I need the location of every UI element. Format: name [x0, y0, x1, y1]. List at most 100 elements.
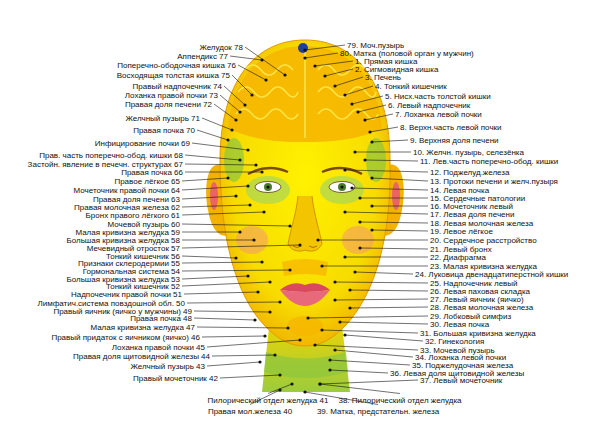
eye-zone	[320, 176, 364, 204]
callout-label: Правая доля печени 72	[125, 100, 212, 109]
callout-label: Лимфатич.система повздошной обл. 50	[38, 299, 185, 308]
leader-line	[322, 266, 428, 267]
leader-line	[185, 164, 256, 165]
leader-line	[315, 61, 353, 66]
zone-point	[350, 186, 353, 189]
leader-line	[182, 262, 262, 263]
callout-label: Лоханка правой почки 73	[125, 91, 218, 100]
callout-label: 1. Прямая кишка	[355, 57, 417, 66]
pupil	[266, 185, 269, 188]
zone-point	[333, 84, 336, 87]
callout-label: Прав. часть поперечно-обод. кишки 68	[39, 151, 183, 160]
leader-line	[345, 212, 428, 214]
callout-label: 29. Лобковый симфиз	[430, 312, 511, 321]
callout-label: 26. Левая паховая складка	[430, 287, 530, 296]
callout-label: 17. Левая доля печени	[430, 210, 514, 219]
zone-point	[273, 353, 276, 356]
leader-line	[365, 160, 418, 161]
nose	[288, 196, 322, 251]
callout-label: Мочевой пузырь 60	[108, 220, 180, 229]
callout-label: Застойн. явление в печечн. структурах 67	[28, 160, 183, 169]
leader-line	[232, 75, 252, 95]
leader-line	[230, 56, 262, 60]
callout-label: 23. Малая кривизна желудка	[430, 262, 537, 271]
callout-label: Желчный пузырь 43	[131, 362, 205, 371]
callout-label: 3. Печень	[365, 73, 401, 82]
zone-point	[358, 246, 361, 249]
callout-label: Желчный пузырь 71	[126, 114, 200, 123]
zone-point	[348, 306, 351, 309]
callout-label: 15. Сердечные патологии	[430, 194, 525, 203]
zone-point	[303, 56, 306, 59]
leader-line	[192, 143, 248, 150]
leader-line	[202, 118, 232, 130]
callout-label: 14. Левая почка	[430, 186, 489, 195]
leader-line	[318, 240, 428, 241]
leader-line	[325, 69, 353, 76]
zone-point	[286, 326, 289, 329]
callout-label: 11. Лев.часть поперечно-обод. кишки	[420, 157, 558, 166]
leader-line	[185, 155, 240, 160]
zone-point	[353, 270, 356, 273]
zone-point	[234, 256, 237, 259]
callout-label: Гормональная система 54	[83, 267, 180, 276]
callout-label: 4. Тонкий кишечник	[375, 82, 447, 91]
callout-label: Тонкий кишечник 52	[106, 282, 180, 291]
leader-line	[182, 232, 240, 233]
leader-line	[358, 105, 386, 112]
zone-point	[318, 382, 321, 385]
zone-point	[318, 382, 321, 385]
callout-label: 10. Желчн. пузырь, селезёнка	[413, 148, 524, 157]
leader-line	[345, 170, 428, 172]
zone-point	[343, 255, 346, 258]
eyebrow	[248, 168, 288, 174]
leader-line	[185, 172, 262, 173]
leader-line	[182, 178, 228, 181]
iris	[338, 183, 346, 191]
callout-label: Правая доля щитовидной железы 44	[73, 352, 210, 361]
callout-label: 20. Сердечное расстройство	[430, 236, 537, 245]
callout-label: Восходящая толстая кишка 75	[117, 71, 230, 80]
leader-line	[224, 86, 245, 105]
callout-label: 31. Большая кривизна желудка	[420, 329, 536, 338]
callout-label: 80. Матка (половой орган у мужчин)	[340, 49, 474, 58]
leader-line	[202, 336, 265, 337]
zone-point	[370, 204, 373, 207]
leader-line	[182, 282, 270, 286]
zone-point	[238, 158, 241, 161]
leader-line	[315, 345, 418, 350]
leader-line	[268, 384, 292, 394]
zone-point	[234, 118, 237, 121]
zone-point	[343, 333, 346, 336]
leader-line	[335, 77, 363, 86]
zone-point	[238, 230, 241, 233]
leader-line	[197, 327, 288, 328]
zone-point	[248, 203, 251, 206]
leader-line	[308, 316, 428, 318]
zone-point	[288, 268, 291, 271]
callout-label: Малая кривизна желудка 47	[90, 323, 195, 332]
zone-point	[226, 176, 229, 179]
zone-point	[278, 300, 281, 303]
callout-label: 37. Левый мочеточник	[420, 376, 502, 385]
callout-label: Мочеточник правой почки 64	[74, 186, 180, 195]
head-outline	[220, 40, 390, 346]
zone-point	[278, 388, 281, 391]
callout-label: 34. Лоханка левой почки	[415, 353, 506, 362]
callout-label: Правая мол.железа 40	[208, 407, 292, 416]
leader-line	[370, 127, 398, 132]
callout-label: Надпочечник правой почки 51	[71, 290, 182, 299]
callout-label: Правое лёгкое 65	[114, 177, 180, 186]
callout-label: 12. Поджелуд.железа	[430, 168, 509, 177]
zone-point	[226, 138, 229, 141]
zone-point	[338, 320, 341, 323]
callout-label: Желудок 78	[199, 43, 243, 52]
callout-label: Аппендикс 77	[177, 52, 228, 61]
neck-zone	[264, 352, 348, 378]
zone-point	[256, 290, 259, 293]
callout-label: 35. Поджелудочная железа	[412, 361, 513, 370]
callout-label: 7. Лоханка левой почки	[395, 110, 482, 119]
zone-point	[370, 176, 373, 179]
zone-point	[333, 348, 336, 351]
leader-line	[355, 152, 411, 153]
